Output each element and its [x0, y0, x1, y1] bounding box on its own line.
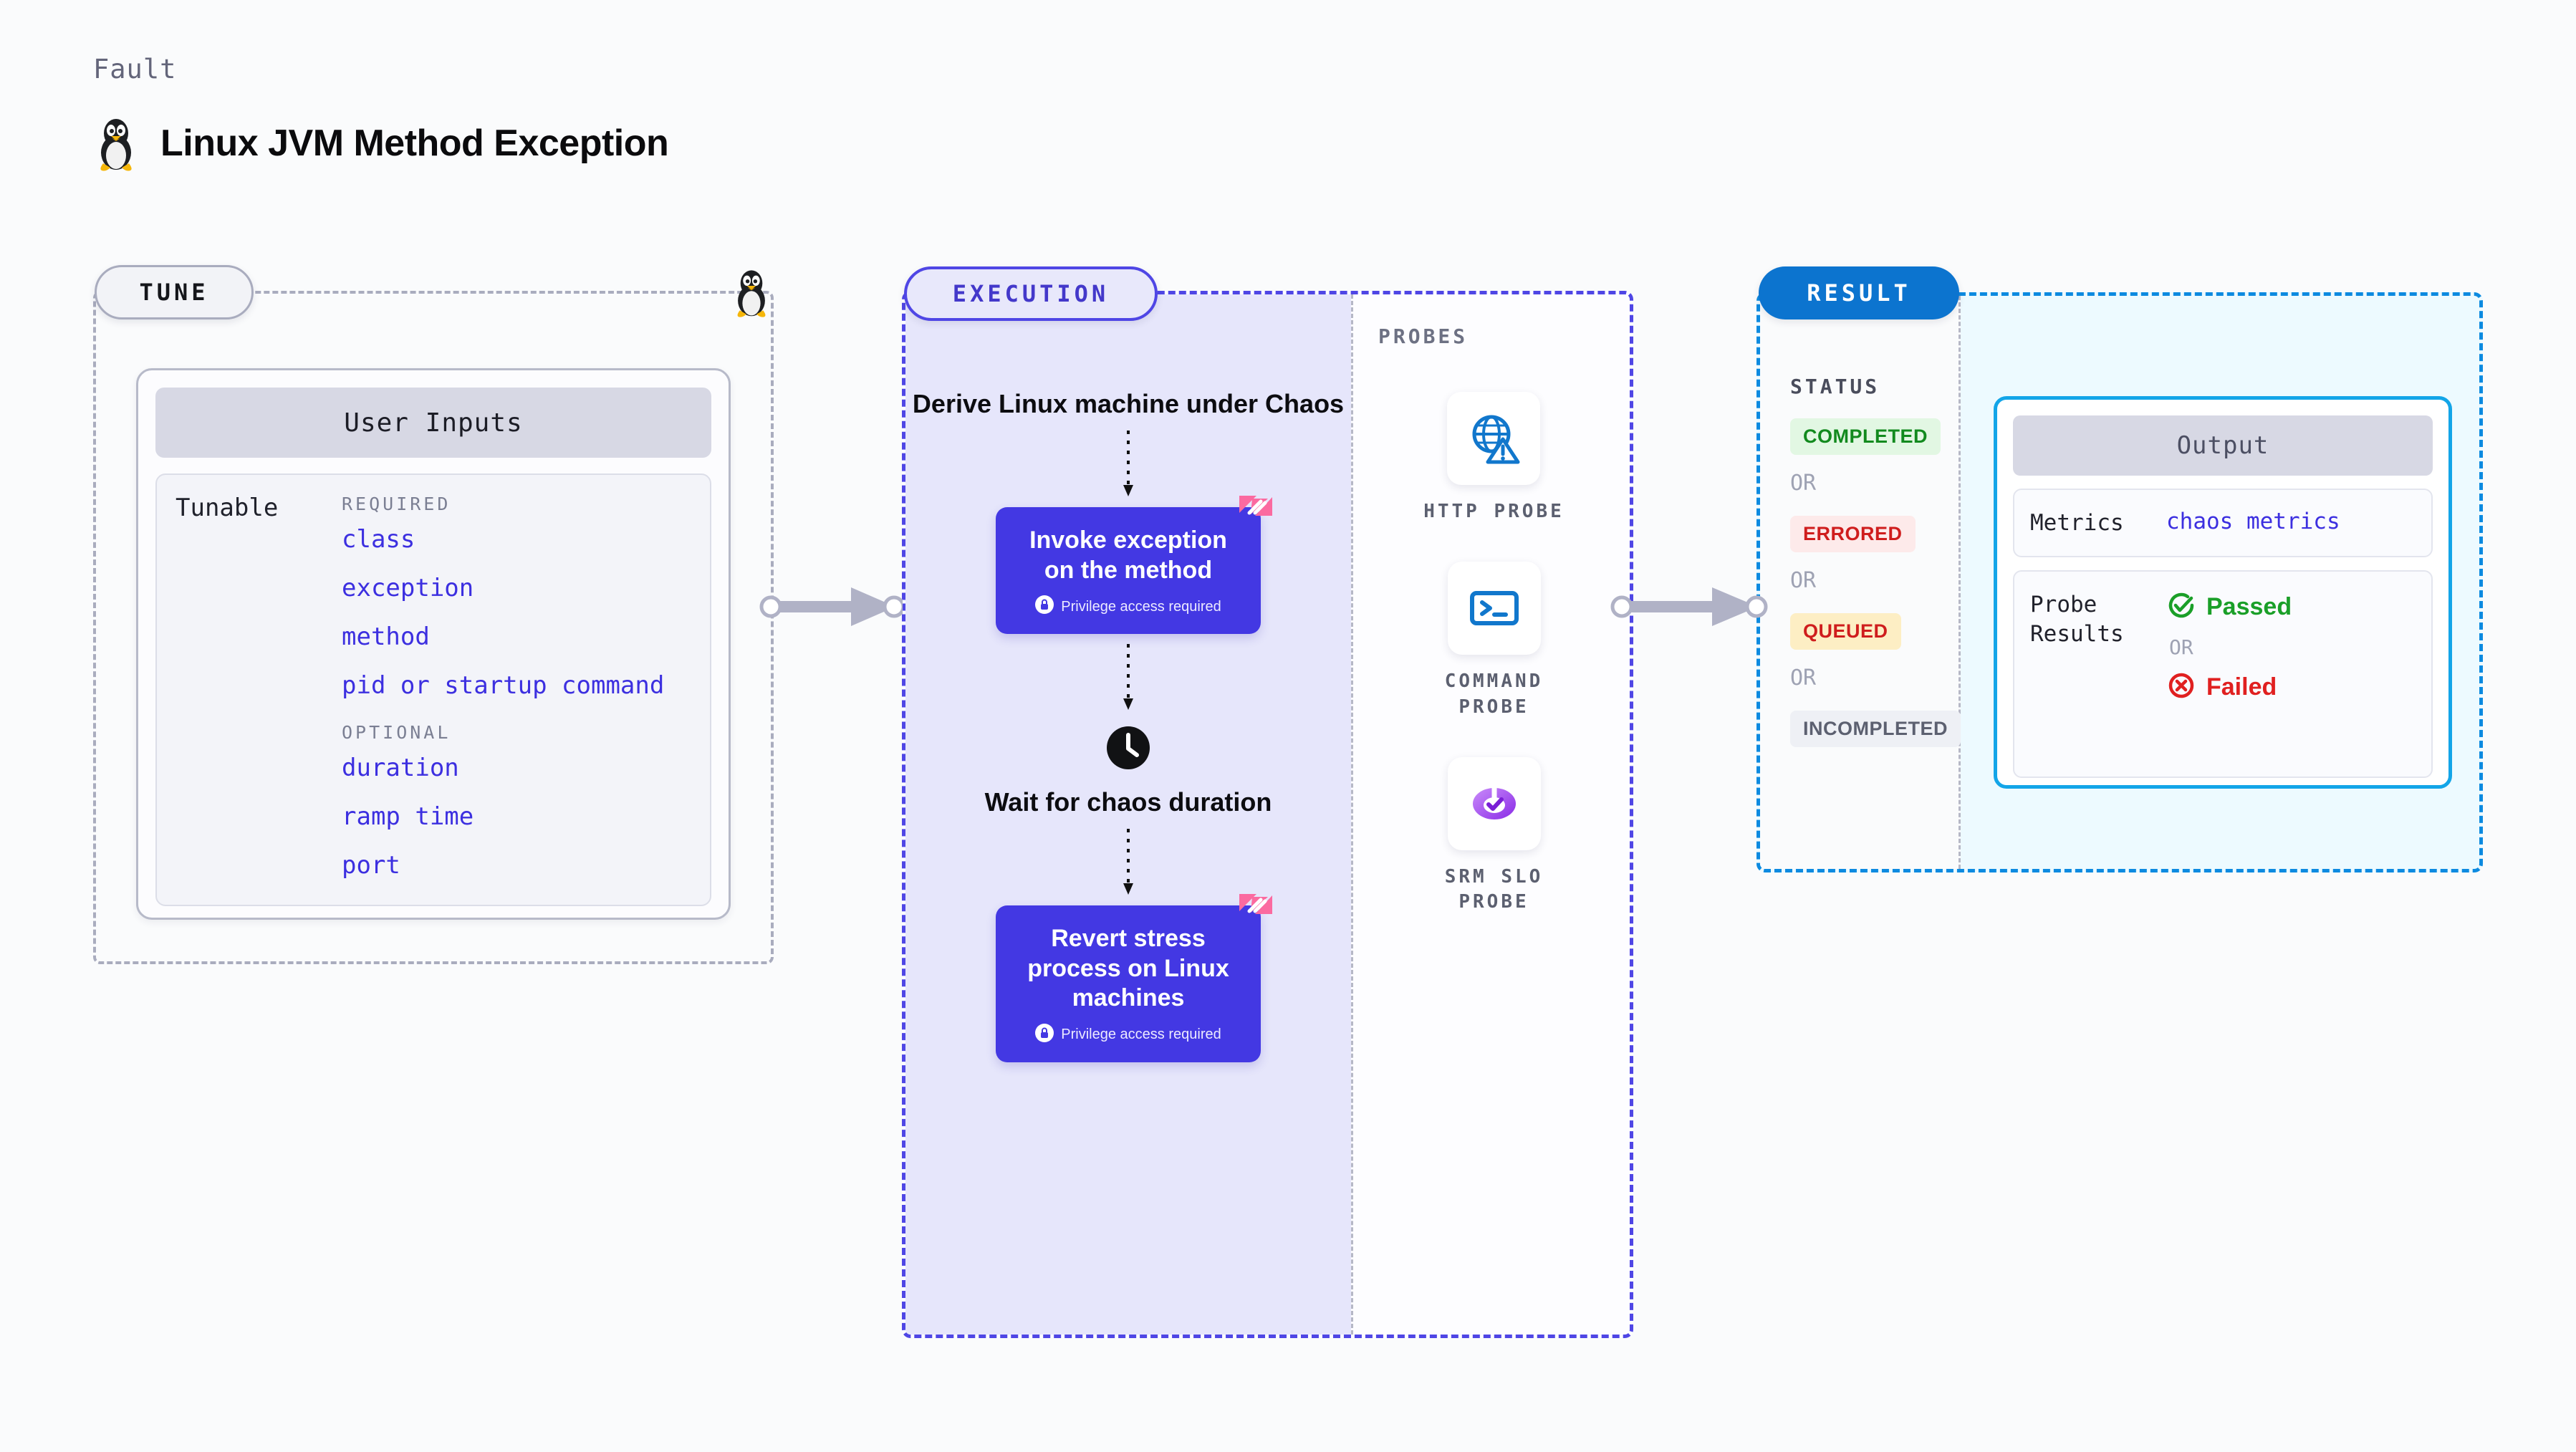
lock-icon [1035, 595, 1054, 618]
probes-title: PROBES [1378, 324, 1469, 348]
lock-icon [1035, 1023, 1054, 1047]
tunable-item-duration[interactable]: duration [342, 754, 459, 782]
x-circle-icon [2166, 670, 2196, 704]
tunable-label: Tunable [176, 494, 279, 522]
linux-penguin-icon [731, 266, 772, 318]
execution-flow: Derive Linux machine under Chaos [905, 294, 1351, 1335]
output-metrics-key: Metrics [2030, 510, 2124, 536]
output-probe-results-row: Probe Results Passed OR [2013, 570, 2433, 779]
tunable-section: Tunable REQUIRED class exception method … [155, 473, 711, 906]
status-badge-errored: ERRORED [1790, 516, 1916, 552]
output-title: Output [2013, 415, 2433, 476]
harness-logo-icon [1235, 491, 1277, 537]
globe-warning-icon [1447, 392, 1541, 485]
status-badge-queued: QUEUED [1790, 613, 1901, 650]
probes-list: HTTP PROBE COMMAND PROBE [1351, 294, 1630, 1335]
tunable-item-method[interactable]: method [342, 622, 430, 651]
dotted-arrow-icon [1123, 829, 1134, 901]
probe-result-passed-label: Passed [2206, 593, 2292, 621]
probe-result-failed-label: Failed [2206, 673, 2277, 701]
probe-item-srm-slo-label: SRM SLO PROBE [1444, 866, 1544, 913]
output-metrics-value[interactable]: chaos metrics [2166, 509, 2340, 534]
execution-step-revert-label: Revert stress process on Linux machines [1027, 925, 1229, 1012]
privilege-note: Privilege access required [1011, 1023, 1245, 1047]
check-circle-icon [2166, 590, 2196, 624]
terminal-prompt-icon [1447, 562, 1541, 655]
output-probe-results-values: Passed OR Failed [2166, 590, 2292, 704]
execution-step-wait-label: Wait for chaos duration [984, 787, 1272, 817]
execution-fill [905, 294, 1351, 1335]
output-probe-results-key: Probe Results [2030, 592, 2124, 647]
privilege-note: Privilege access required [1011, 595, 1245, 618]
status-or-2: OR [1790, 568, 1817, 593]
user-inputs-title: User Inputs [155, 388, 711, 458]
result-panel: STATUS COMPLETED OR ERRORED OR QUEUED OR… [1756, 292, 2483, 872]
tunable-item-class[interactable]: class [342, 525, 415, 554]
execution-step-derive-label: Derive Linux machine under Chaos [912, 389, 1345, 418]
page-title-row: Linux JVM Method Exception [93, 115, 669, 172]
probe-result-failed: Failed [2166, 670, 2292, 704]
tunable-group-required-title: REQUIRED [342, 494, 451, 514]
execution-step-invoke-label: Invoke exception on the method [1029, 527, 1227, 584]
tunable-item-pid-or-startup-command[interactable]: pid or startup command [342, 671, 665, 700]
srm-slo-check-icon [1447, 757, 1541, 851]
probe-result-or: OR [2169, 635, 2193, 660]
status-badge-completed: COMPLETED [1790, 418, 1941, 455]
probe-item-http[interactable]: HTTP PROBE [1423, 392, 1565, 524]
output-metrics-row: Metrics chaos metrics [2013, 489, 2433, 558]
tune-chip[interactable]: TUNE [95, 265, 254, 319]
tunable-item-exception[interactable]: exception [342, 574, 474, 602]
probe-item-http-label: HTTP PROBE [1423, 501, 1565, 522]
probes-divider [1351, 294, 1353, 1335]
clock-icon [1104, 723, 1153, 776]
linux-penguin-icon [93, 115, 139, 172]
output-card: Output Metrics chaos metrics Probe Resul… [1994, 396, 2452, 789]
arrow-right-icon [759, 582, 905, 635]
fault-kicker-label: Fault [93, 54, 177, 85]
arrow-right-icon [1610, 582, 1768, 635]
page-title: Linux JVM Method Exception [160, 122, 669, 164]
dotted-arrow-icon [1123, 644, 1134, 716]
tunable-item-ramp-time[interactable]: ramp time [342, 802, 474, 831]
result-chip[interactable]: RESULT [1759, 266, 1959, 319]
status-or-1: OR [1790, 471, 1817, 496]
tune-panel [93, 291, 774, 964]
execution-step-revert-card[interactable]: Revert stress process on Linux machines … [996, 894, 1272, 1062]
execution-chip[interactable]: EXECUTION [904, 266, 1158, 321]
probe-result-passed: Passed [2166, 590, 2292, 624]
tunable-list: REQUIRED class exception method pid or s… [342, 494, 697, 886]
privilege-note-text: Privilege access required [1061, 598, 1221, 615]
user-inputs-card: User Inputs Tunable REQUIRED class excep… [136, 368, 731, 920]
execution-step-invoke-card[interactable]: Invoke exception on the method Privilege… [996, 496, 1272, 635]
status-column: STATUS COMPLETED OR ERRORED OR QUEUED OR… [1760, 296, 1961, 869]
execution-probes-panel: PROBES Derive Linux machine under Chaos [902, 291, 1633, 1338]
tunable-item-port[interactable]: port [342, 851, 400, 880]
probe-item-command[interactable]: COMMAND PROBE [1419, 562, 1570, 720]
status-badge-incompleted: INCOMPLETED [1790, 711, 1961, 747]
dotted-arrow-icon [1123, 431, 1134, 503]
harness-logo-icon [1235, 890, 1277, 935]
status-or-3: OR [1790, 665, 1817, 691]
status-title: STATUS [1790, 375, 1880, 398]
privilege-note-text: Privilege access required [1061, 1027, 1221, 1042]
probe-item-command-label: COMMAND PROBE [1444, 670, 1544, 718]
probe-item-srm-slo[interactable]: SRM SLO PROBE [1419, 757, 1570, 915]
tunable-group-optional-title: OPTIONAL [342, 722, 451, 743]
